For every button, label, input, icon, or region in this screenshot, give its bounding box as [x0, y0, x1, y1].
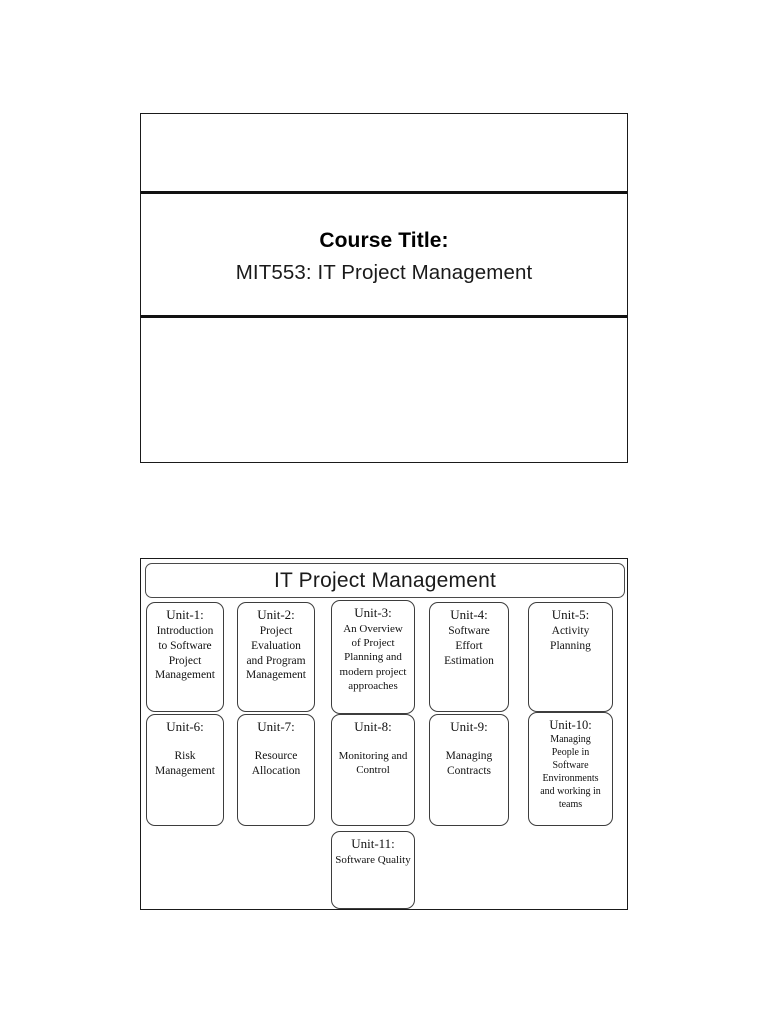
unit-box-2[interactable]: Unit-2: Project Evaluation and Program M…: [237, 602, 315, 712]
course-code-and-name: MIT553: IT Project Management: [235, 261, 533, 285]
unit-box-3[interactable]: Unit-3: An Overview of Project Planning …: [331, 600, 415, 714]
unit-7-title: Unit-7:: [257, 719, 295, 734]
unit-5-desc: Activity Planning: [550, 624, 591, 652]
unit-box-4[interactable]: Unit-4: Software Effort Estimation: [429, 602, 509, 712]
course-structure-banner-label: IT Project Management: [273, 568, 497, 592]
title-slide-body-pane: [141, 318, 627, 458]
course-title-label: Course Title:: [319, 228, 449, 252]
unit-10-desc: Managing People in Software Environments…: [540, 734, 601, 810]
unit-1-desc: Introduction to Software Project Managem…: [154, 624, 216, 682]
unit-3-desc: An Overview of Project Planning and mode…: [339, 622, 407, 692]
unit-1-title: Unit-1:: [166, 607, 204, 622]
course-structure-banner: IT Project Management: [145, 563, 625, 598]
unit-9-title: Unit-9:: [450, 719, 488, 734]
unit-6-title: Unit-6:: [166, 719, 204, 734]
course-structure-slide: IT Project Management Unit-1: Introducti…: [140, 558, 628, 910]
unit-11-desc: Software Quality: [335, 853, 411, 866]
unit-box-1[interactable]: Unit-1: Introduction to Software Project…: [146, 602, 224, 712]
unit-box-8[interactable]: Unit-8: Monitoring and Control: [331, 714, 415, 826]
unit-grid: Unit-1: Introduction to Software Project…: [141, 559, 627, 909]
title-slide-title-pane: Course Title: MIT553: IT Project Managem…: [141, 194, 627, 318]
unit-11-title: Unit-11:: [351, 836, 395, 851]
unit-box-9[interactable]: Unit-9: Managing Contracts: [429, 714, 509, 826]
unit-2-title: Unit-2:: [257, 607, 295, 622]
unit-4-desc: Software Effort Estimation: [444, 624, 494, 667]
unit-box-5[interactable]: Unit-5: Activity Planning: [528, 602, 613, 712]
unit-box-11[interactable]: Unit-11: Software Quality: [331, 831, 415, 909]
title-slide-header-pane: [141, 114, 627, 194]
unit-10-title: Unit-10:: [549, 718, 592, 732]
unit-9-desc: Managing Contracts: [445, 749, 493, 777]
unit-box-6[interactable]: Unit-6: Risk Management: [146, 714, 224, 826]
unit-6-desc: Risk Management: [154, 749, 216, 777]
title-slide: Course Title: MIT553: IT Project Managem…: [140, 113, 628, 463]
unit-8-title: Unit-8:: [354, 719, 392, 734]
unit-box-10[interactable]: Unit-10: Managing People in Software Env…: [528, 712, 613, 826]
unit-2-desc: Project Evaluation and Program Managemen…: [245, 624, 307, 682]
unit-5-title: Unit-5:: [551, 607, 590, 622]
unit-7-desc: Resource Allocation: [251, 749, 301, 777]
unit-4-title: Unit-4:: [450, 607, 488, 622]
unit-box-7[interactable]: Unit-7: Resource Allocation: [237, 714, 315, 826]
unit-3-title: Unit-3:: [354, 605, 392, 620]
unit-8-desc: Monitoring and Control: [338, 749, 408, 776]
